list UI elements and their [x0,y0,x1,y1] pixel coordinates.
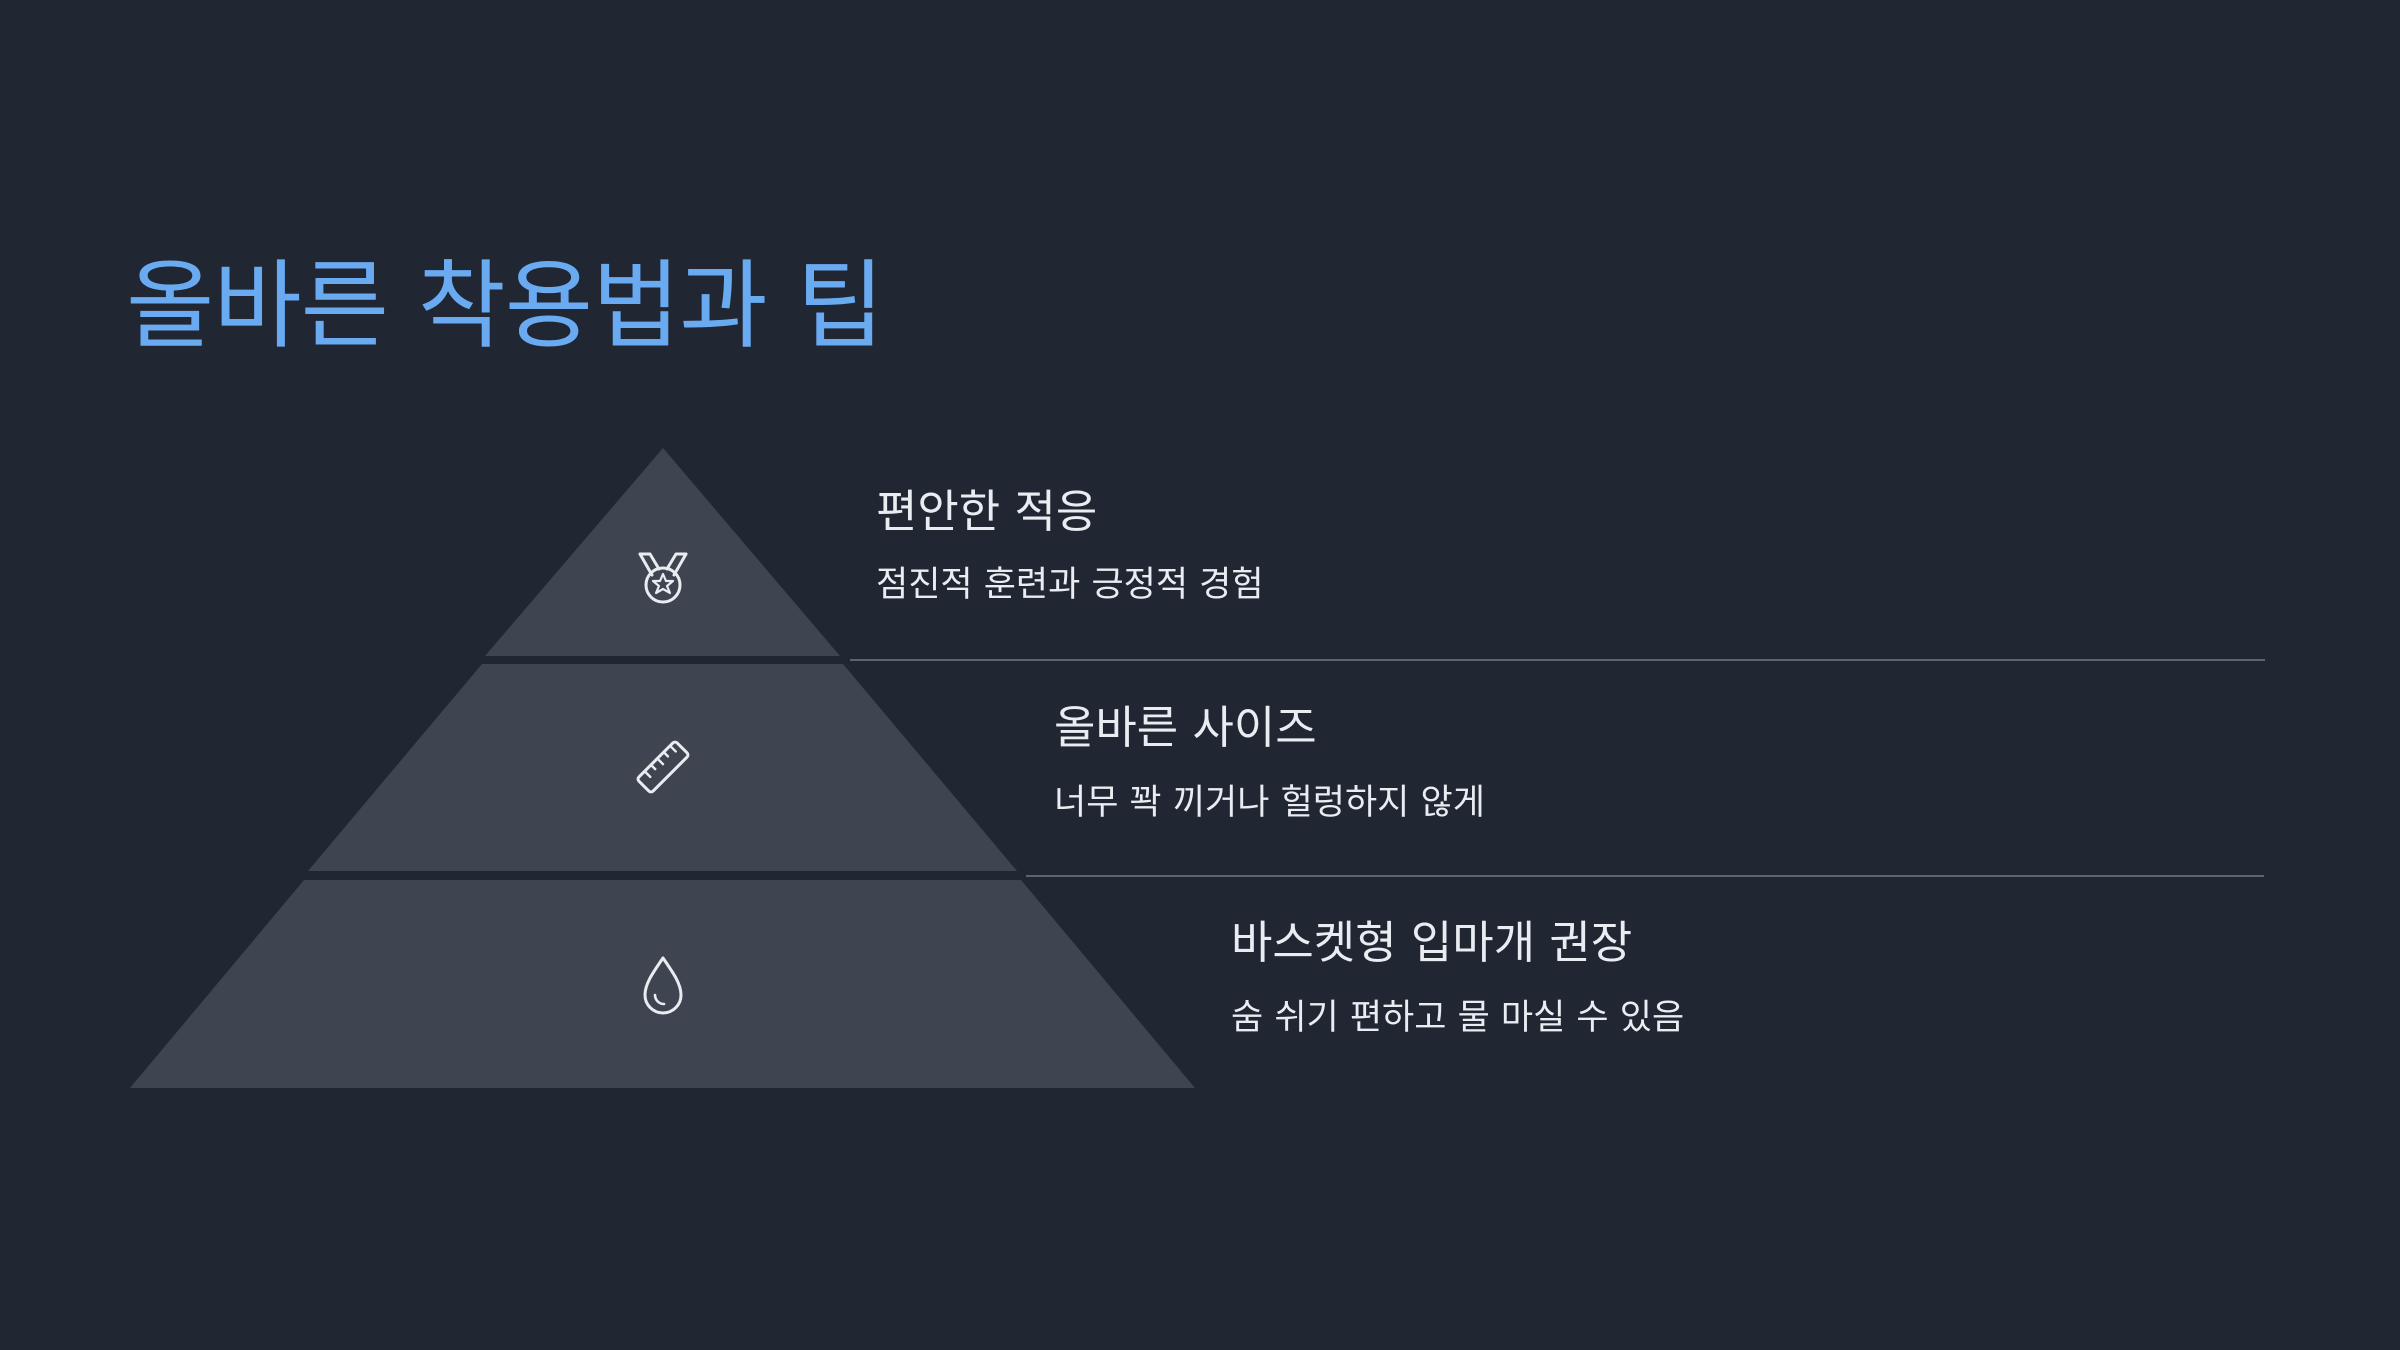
level-3-description: 숨 쉬기 편하고 물 마실 수 있음 [1231,998,1685,1038]
water-drop-icon [643,956,683,1015]
level-3-title: 바스켓형 입마개 권장 [1231,916,1633,969]
pyramid-tier-bottom [130,880,1195,1088]
pyramid-tier-middle [308,664,1017,871]
level-2-title: 올바른 사이즈 [1054,701,1317,754]
slide-title: 올바른 착용법과 팁 [126,250,885,362]
ruler-icon [636,740,690,794]
divider-2 [1026,875,2264,877]
pyramid-tier-top [485,448,840,656]
level-1-description: 점진적 훈련과 긍정적 경험 [876,565,1264,605]
divider-1 [850,659,2265,661]
level-1-title: 편안한 적응 [876,485,1098,538]
medal-icon [638,552,688,604]
level-2-description: 너무 꽉 끼거나 헐렁하지 않게 [1054,783,1485,823]
